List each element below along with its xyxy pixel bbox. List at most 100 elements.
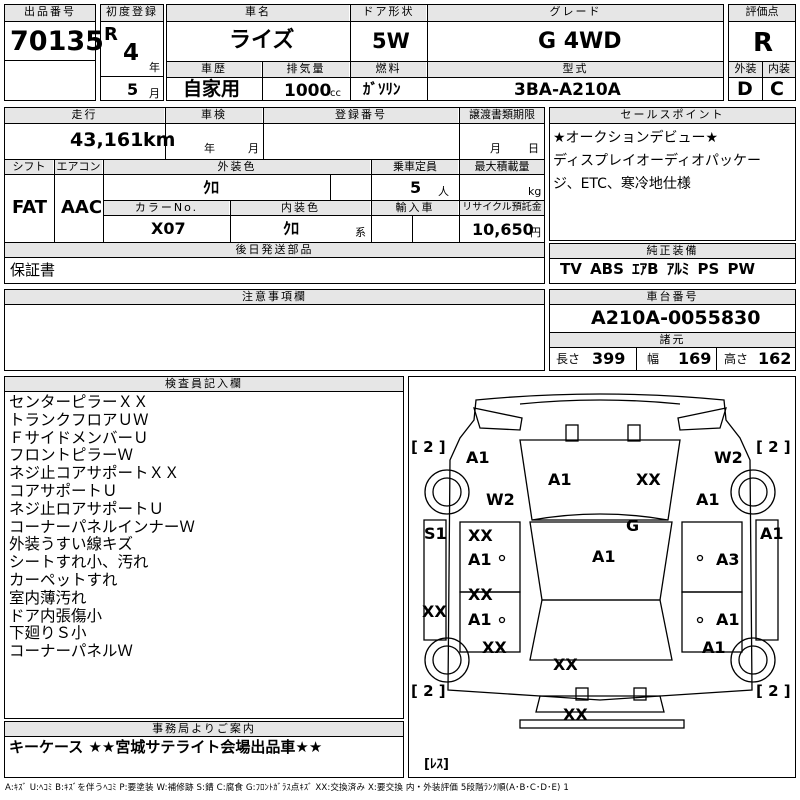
interior-label: 内装 [763,62,795,77]
note-line: シートすれ小、汚れ [9,553,149,572]
first-registration-box [100,4,164,101]
mark-a1-fender-right: A1 [696,490,720,509]
note-line: カーペットすれ [9,570,118,589]
mark-a1-roof: A1 [592,547,616,566]
max-load-unit: kg [528,185,542,198]
mark-xx-left-front-door: XX [468,526,493,545]
sales-point-label: セールスポイント [550,108,795,123]
note-line: ネジ止コアサポートＸＸ [9,464,180,483]
mark-a1-front-left: A1 [466,448,490,467]
caution-box [4,289,545,371]
length-label: 長さ [556,352,581,366]
sales-line-3: ジ、ETC、寒冷地仕様 [553,176,691,192]
mark-a1-right-edge: A1 [760,524,784,543]
dims-label: 諸元 [550,333,795,347]
later-parts-label: 後日発送部品 [5,243,544,257]
interior-grade: C [770,78,784,100]
note-line: コーナーパネルインナーＷ [9,517,195,536]
fuel-label: 燃料 [351,62,426,77]
plate-label: 登録番号 [264,108,458,123]
mark-xx-hood: XX [636,470,661,489]
mark-xx-left-rear-door: XX [468,585,493,604]
lot-number-box [4,4,96,101]
note-line: コアサポートＵ [9,481,118,500]
inspector-notes: センターピラーＸＸ トランクフロアＵＷ ＦサイドメンバーＵ フロントピラーＷ ネ… [9,393,195,661]
note-line: 室内薄汚れ [9,588,87,607]
transfer-month-unit: 月 [490,142,501,155]
note-line: ドア内張傷小 [9,606,103,625]
shift-label: シフト [5,160,53,174]
mileage-label: 走行 [5,108,164,123]
displacement-label: 排気量 [263,62,349,77]
car-name-label: 車名 [167,5,349,21]
mark-a1-right-quarter: A1 [702,638,726,657]
height-label: 高さ [724,352,749,366]
equipment-items: TV ABS ｴｱB ｱﾙﾐ PS PW [560,260,756,278]
grade: G 4WD [538,29,622,54]
mark-a3-right-front-door: A3 [716,550,740,569]
rear-window-outline [529,599,673,661]
interior-color-unit: 系 [355,226,366,239]
displacement-unit: cc [330,88,341,99]
registration-month: 5 [127,80,139,99]
mark-g-windshield: G [626,516,640,535]
equipment-label: 純正装備 [550,244,795,258]
legend: A:ｷｽﾞ U:ﾍｺﾐ B:ｷｽﾞを伴うﾍｺﾐ P:要塗装 W:補修跡 S:錆 … [5,783,569,793]
note-line: ネジ止ロアサポートＵ [9,499,165,518]
vehicle-detail-box [4,107,545,284]
right-side-panel [755,519,779,641]
max-load-label: 最大積載量 [460,160,544,174]
note-line: センターピラーＸＸ [9,393,149,411]
door-type: 5W [372,29,410,53]
car-name: ライズ [229,28,295,53]
history-label: 車歴 [167,62,261,77]
score: R [753,28,774,58]
chassis-label: 車台番号 [550,290,795,304]
equipment-box [549,243,796,284]
less-label: [ﾚｽ] [424,757,449,772]
wheel-rear-left [424,637,470,683]
bracket-top-right: [ 2 ] [756,438,791,456]
mark-a1-right-rear-door: A1 [716,610,740,629]
length: 399 [592,349,626,368]
exterior-grade: D [737,78,753,100]
rear-sill [519,719,685,729]
score-label: 評価点 [729,5,795,21]
car-diagram [423,393,779,729]
note-line: 外装うすい線キズ [9,535,134,554]
mark-w2-front-right: W2 [714,448,743,467]
air-conditioner: AAC [61,197,103,218]
chassis-box [549,289,796,371]
registration-year-unit: 年 [149,61,160,74]
mark-a1-left-rear-door: A1 [468,610,492,629]
mark-a1-hood: A1 [548,470,572,489]
front-marker-left [565,424,579,442]
inspector-box [4,376,404,719]
inspector-label: 検査員記入欄 [5,377,403,391]
mark-a1-left-front-door: A1 [468,550,492,569]
ac-label: エアコン [55,160,102,174]
office-box [4,721,404,778]
exterior-label: 外装 [729,62,762,77]
damage-diagram-box [408,376,796,778]
bracket-top-left: [ 2 ] [411,438,446,456]
caution-label: 注意事項欄 [5,290,544,304]
sales-line-2: ディスプレイオーディオパッケー [553,153,762,169]
bracket-bottom-right: [ 2 ] [756,682,791,700]
height: 162 [758,349,792,368]
vehicle-info-box [166,4,724,101]
mileage-unit: km [143,129,176,151]
inspection-label: 車検 [166,108,262,123]
lot-number: 70135 [10,26,104,57]
right-headlight [677,407,727,431]
mileage: 43,161 [70,129,144,151]
front-bumper-line [519,399,681,405]
note-line: コーナーパネルＷ [9,642,133,661]
mark-w2-fender-left: W2 [486,490,515,509]
office-label: 事務局よりご案内 [5,722,403,736]
wheel-rear-right [730,637,776,683]
mark-s1-left: S1 [424,524,447,543]
chassis-number: A210A-0055830 [591,307,761,329]
capacity: 5 [410,178,422,197]
inspection-month-unit: 月 [248,142,259,155]
